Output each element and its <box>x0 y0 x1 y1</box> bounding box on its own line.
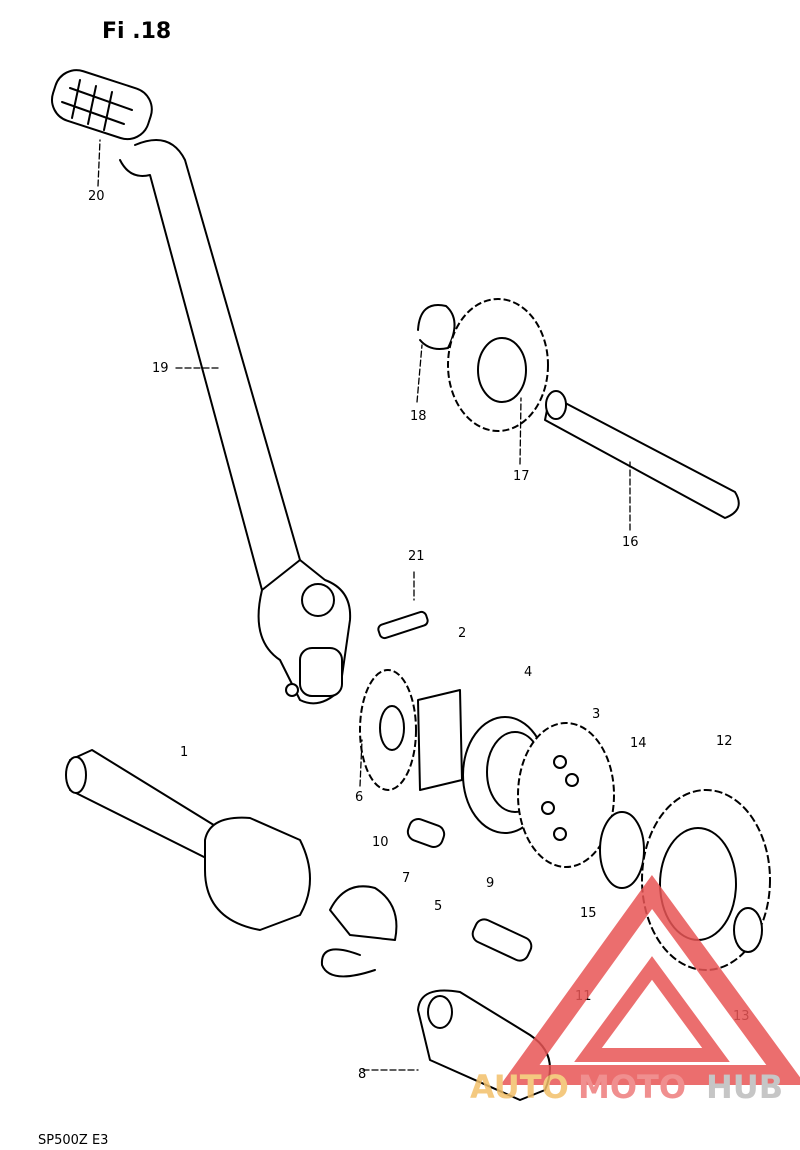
callout-numbers: 20 19 18 17 16 21 2 4 3 14 12 1 6 10 7 5… <box>88 189 750 1082</box>
leader-lines <box>97 139 631 1071</box>
callout-1: 1 <box>180 745 188 760</box>
kick-guide <box>320 885 398 978</box>
callout-19: 19 <box>152 361 169 376</box>
automotohub-watermark: AUTO MOTO HUB <box>470 874 800 1106</box>
callout-20: 20 <box>88 189 105 204</box>
kick-grip <box>51 69 153 141</box>
callout-3: 3 <box>592 707 600 722</box>
bolt-9 <box>471 918 533 962</box>
callout-12: 12 <box>716 734 733 749</box>
callout-2: 2 <box>458 626 466 641</box>
callout-9: 9 <box>486 876 494 891</box>
callout-17: 17 <box>513 469 530 484</box>
callout-18: 18 <box>410 409 427 424</box>
kick-lever <box>119 139 352 705</box>
kick-gear-upper <box>447 298 549 432</box>
circlip <box>417 304 456 350</box>
spring-assembly <box>359 669 615 868</box>
watermark-triangle-icon <box>500 874 800 1085</box>
callout-15: 15 <box>580 906 597 921</box>
figure-title: Fi .18 <box>102 19 171 44</box>
callout-16: 16 <box>622 535 639 550</box>
watermark-word-moto: MOTO <box>578 1068 686 1106</box>
thrust-washer <box>599 811 645 889</box>
washer-13 <box>733 907 763 953</box>
callout-7: 7 <box>402 871 410 886</box>
kick-shaft <box>544 390 740 519</box>
callout-5: 5 <box>434 899 442 914</box>
callout-8: 8 <box>358 1067 366 1082</box>
kick-starter-shaft <box>65 749 311 931</box>
watermark-word-auto: AUTO <box>470 1068 569 1106</box>
pinch-bolt <box>377 610 429 640</box>
callout-10: 10 <box>372 835 389 850</box>
callout-14: 14 <box>630 736 647 751</box>
watermark-word-hub: HUB <box>706 1068 783 1106</box>
callout-6: 6 <box>355 790 363 805</box>
callout-21: 21 <box>408 549 425 564</box>
footer-code: SP500Z E3 <box>38 1133 108 1148</box>
pin-10 <box>406 818 446 848</box>
callout-4: 4 <box>524 665 532 680</box>
watermark-inner-triangle-icon <box>574 956 730 1062</box>
